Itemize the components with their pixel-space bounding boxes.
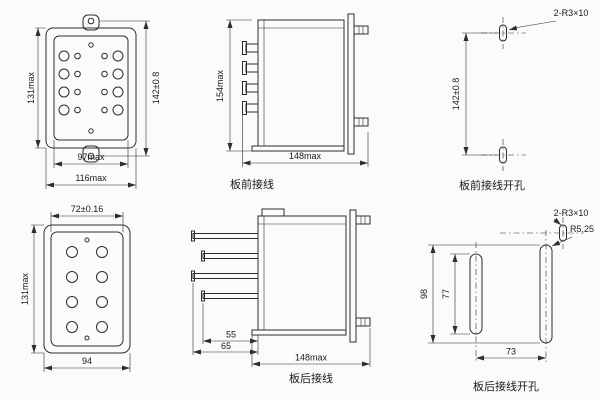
top-mounting-hole [87, 17, 95, 25]
relay-body-rear [257, 215, 347, 331]
dim-cutout-pitch: 73 [506, 347, 516, 357]
caption-cutout-front: 板前接线开孔 [459, 178, 525, 192]
dim-pin-long: 65 [221, 341, 231, 351]
mounting-flange [347, 13, 355, 155]
dim-width-top-rear: 72±0.16 [71, 204, 103, 214]
top-mounting-tab [82, 14, 100, 31]
side-view-rear-wiring-drawing: 55 65 148max 板后接线 [191, 208, 371, 385]
base-lip [251, 145, 345, 152]
bottom-mounting-hole [87, 152, 95, 160]
dim-height-front-view: 131max [26, 71, 36, 104]
dim-hole-pitch-front-view: 142±0.8 [151, 72, 161, 104]
dim-cutout-outer: 98 [419, 289, 429, 299]
mounting-flange-rear [349, 209, 357, 343]
terminal-pins [242, 41, 259, 115]
dim-height-rear: 131max [20, 272, 30, 305]
cover-outline-rear [50, 231, 124, 347]
dim-depth-side-front: 148max [289, 151, 322, 161]
front-view-drawing: 131max 142±0.8 97max 116max [26, 14, 161, 189]
case-outline [45, 27, 137, 149]
mounting-studs [353, 25, 369, 127]
panel-cutout-rear-wiring-drawing: 98 77 73 2-R3×10 R5.25 板后接线开孔 [419, 208, 594, 393]
terminal-screws [58, 42, 124, 134]
base-lip-rear [251, 329, 347, 336]
terminal-cutout-left [469, 253, 483, 335]
dim-cutout-inner: 77 [441, 289, 451, 299]
dim-depth-side-rear: 148max [295, 353, 328, 363]
callout-radius-rear: R5.25 [570, 224, 594, 234]
dim-width-outer: 116max [75, 173, 107, 183]
callout-slots-front: 2-R3×10 [554, 8, 589, 18]
mounting-studs-rear [355, 215, 371, 327]
rear-view-drawing: 72±0.16 131max 94 [20, 204, 131, 372]
side-view-front-wiring-drawing: 154max 148max 板前接线 [215, 13, 369, 191]
cover-outline [53, 35, 129, 141]
case-outline-rear [43, 224, 131, 354]
dim-width-bottom-rear: 94 [82, 356, 92, 366]
dim-height-side-front: 154max [215, 69, 225, 102]
terminal-holes-rear [66, 237, 108, 341]
dim-width-inner: 97max [77, 152, 105, 162]
dim-pin-short: 55 [226, 330, 236, 340]
terminal-blades [191, 230, 259, 302]
caption-cutout-rear: 板后接线开孔 [473, 379, 539, 393]
relay-body [257, 19, 345, 147]
panel-cutout-front-wiring-drawing: 142±0.8 2-R3×10 板前接线开孔 [451, 8, 588, 192]
callout-slots-rear: 2-R3×10 [554, 208, 589, 218]
caption-front-wiring: 板前接线 [230, 177, 274, 191]
top-tab [261, 208, 285, 217]
dim-hole-pitch-cutout-front: 142±0.8 [451, 78, 461, 110]
caption-rear-wiring: 板后接线 [289, 371, 333, 385]
